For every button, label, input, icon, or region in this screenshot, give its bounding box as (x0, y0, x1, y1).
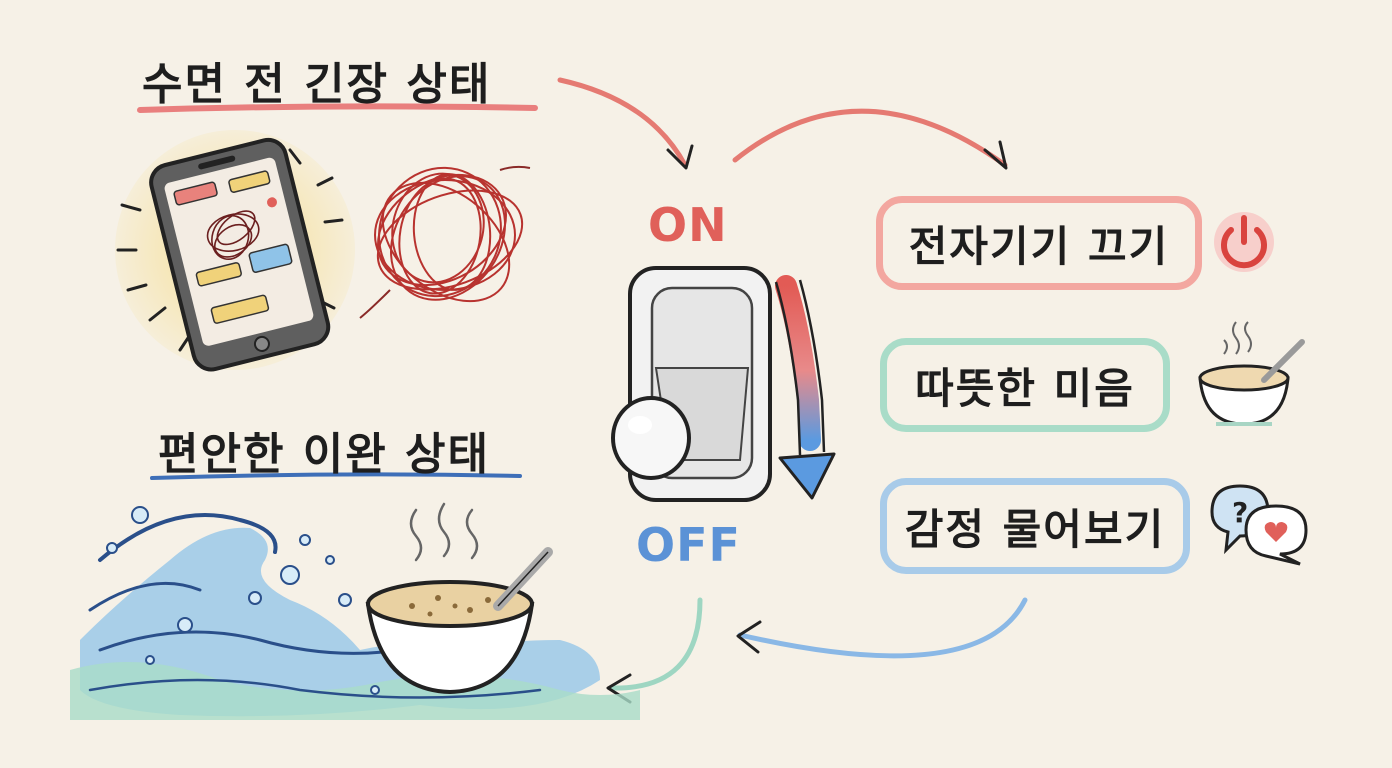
large-soup-bowl-illustration (365, 502, 553, 695)
action-label: 따뜻한 미음 (915, 363, 1135, 413)
arrow-to-relaxed (609, 597, 703, 691)
arrow-to-actions (732, 108, 1008, 168)
relaxed-state-title: 편안한 이완 상태 (158, 429, 490, 480)
switch-on-label: ON (648, 198, 728, 252)
svg-text:?: ? (1232, 496, 1248, 529)
arrow-to-switch (557, 77, 688, 168)
action-pill-warm-porridge: 따뜻한 미음 (880, 338, 1170, 432)
tense-title-underline (137, 103, 538, 113)
power-icon (1214, 212, 1274, 272)
soup-bowl-icon (1198, 321, 1305, 426)
relaxed-title-underline (150, 472, 522, 480)
action-pill-turn-off-devices: 전자기기 끄기 (876, 196, 1202, 290)
phone-illustration (115, 130, 355, 372)
question-heart-bubbles-icon: ? (1210, 484, 1308, 566)
action-label: 감정 물어보기 (904, 504, 1166, 554)
arrow-back-to-switch (737, 597, 1028, 659)
tangled-thread-illustration (359, 165, 531, 319)
action-pill-ask-feelings: 감정 물어보기 (880, 478, 1190, 574)
switch-off-label: OFF (636, 518, 741, 572)
action-label: 전자기기 끄기 (908, 221, 1170, 271)
tense-state-title: 수면 전 긴장 상태 (142, 59, 492, 110)
toggle-switch-illustration (611, 266, 836, 502)
wave-illustration (70, 506, 640, 720)
